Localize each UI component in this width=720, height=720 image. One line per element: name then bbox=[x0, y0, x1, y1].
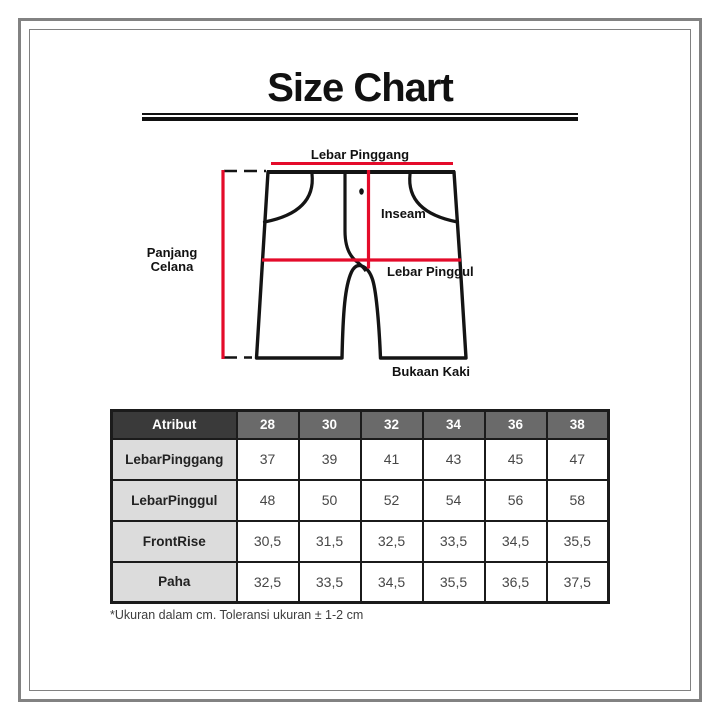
row-label-front-rise: FrontRise bbox=[110, 519, 238, 563]
header-cell-size-28: 28 bbox=[235, 409, 300, 440]
value-cell: 45 bbox=[483, 437, 548, 481]
label-leg-opening: Bukaan Kaki bbox=[392, 364, 471, 379]
shorts-fly-seam bbox=[343, 174, 368, 272]
outer-frame-border bbox=[18, 18, 702, 702]
table-row-lebar-pinggul: LebarPinggul 48 50 52 54 56 58 bbox=[110, 478, 610, 522]
shorts-right-pocket-curve bbox=[408, 172, 460, 224]
header-cell-size-36: 36 bbox=[483, 409, 548, 440]
label-hip-width: Lebar Pinggul bbox=[387, 264, 474, 279]
value-cell: 35,5 bbox=[545, 519, 610, 563]
row-label-paha: Paha bbox=[110, 560, 238, 604]
table-row-paha: Paha 32,5 33,5 34,5 35,5 36,5 37,5 bbox=[110, 560, 610, 604]
value-cell: 52 bbox=[359, 478, 424, 522]
value-cell: 32,5 bbox=[235, 560, 300, 604]
value-cell: 56 bbox=[483, 478, 548, 522]
header-cell-size-30: 30 bbox=[297, 409, 362, 440]
value-cell: 37 bbox=[235, 437, 300, 481]
value-cell: 37,5 bbox=[545, 560, 610, 604]
shorts-button-dot bbox=[359, 188, 364, 195]
value-cell: 34,5 bbox=[483, 519, 548, 563]
header-cell-size-34: 34 bbox=[421, 409, 486, 440]
value-cell: 32,5 bbox=[359, 519, 424, 563]
size-table: Atribut 28 30 32 34 36 38 LebarPinggang … bbox=[110, 409, 610, 604]
value-cell: 33,5 bbox=[421, 519, 486, 563]
value-cell: 43 bbox=[421, 437, 486, 481]
value-cell: 39 bbox=[297, 437, 362, 481]
value-cell: 50 bbox=[297, 478, 362, 522]
value-cell: 30,5 bbox=[235, 519, 300, 563]
title-rule-thin-line bbox=[142, 112, 578, 115]
page-title: Size Chart bbox=[267, 66, 454, 110]
value-cell: 47 bbox=[545, 437, 610, 481]
label-inseam: Inseam bbox=[381, 206, 426, 221]
value-cell: 34,5 bbox=[359, 560, 424, 604]
value-cell: 36,5 bbox=[483, 560, 548, 604]
value-cell: 58 bbox=[545, 478, 610, 522]
inner-frame-border bbox=[29, 29, 691, 691]
table-row-front-rise: FrontRise 30,5 31,5 32,5 33,5 34,5 35,5 bbox=[110, 519, 610, 563]
value-cell: 33,5 bbox=[297, 560, 362, 604]
row-label-lebar-pinggul: LebarPinggul bbox=[110, 478, 238, 522]
shorts-left-pocket-curve bbox=[262, 172, 314, 224]
label-waist-width: Lebar Pinggang bbox=[310, 147, 410, 162]
size-table-header-row: Atribut 28 30 32 34 36 38 bbox=[110, 409, 610, 440]
title-double-rule bbox=[142, 112, 578, 122]
header-cell-size-32: 32 bbox=[359, 409, 424, 440]
size-tolerance-footnote: *Ukuran dalam cm. Toleransi ukuran ± 1-2… bbox=[110, 608, 364, 622]
value-cell: 48 bbox=[235, 478, 300, 522]
value-cell: 41 bbox=[359, 437, 424, 481]
header-cell-size-38: 38 bbox=[545, 409, 610, 440]
label-pants-length-line2: Celana bbox=[150, 259, 194, 274]
value-cell: 31,5 bbox=[297, 519, 362, 563]
label-pants-length: Panjang Celana bbox=[122, 246, 222, 274]
header-cell-atribut: Atribut bbox=[110, 409, 238, 440]
table-row-lebar-pinggang: LebarPinggang 37 39 41 43 45 47 bbox=[110, 437, 610, 481]
value-cell: 54 bbox=[421, 478, 486, 522]
row-label-lebar-pinggang: LebarPinggang bbox=[110, 437, 238, 481]
value-cell: 35,5 bbox=[421, 560, 486, 604]
title-rule-thick-line bbox=[142, 117, 578, 121]
label-pants-length-line1: Panjang bbox=[146, 245, 198, 260]
